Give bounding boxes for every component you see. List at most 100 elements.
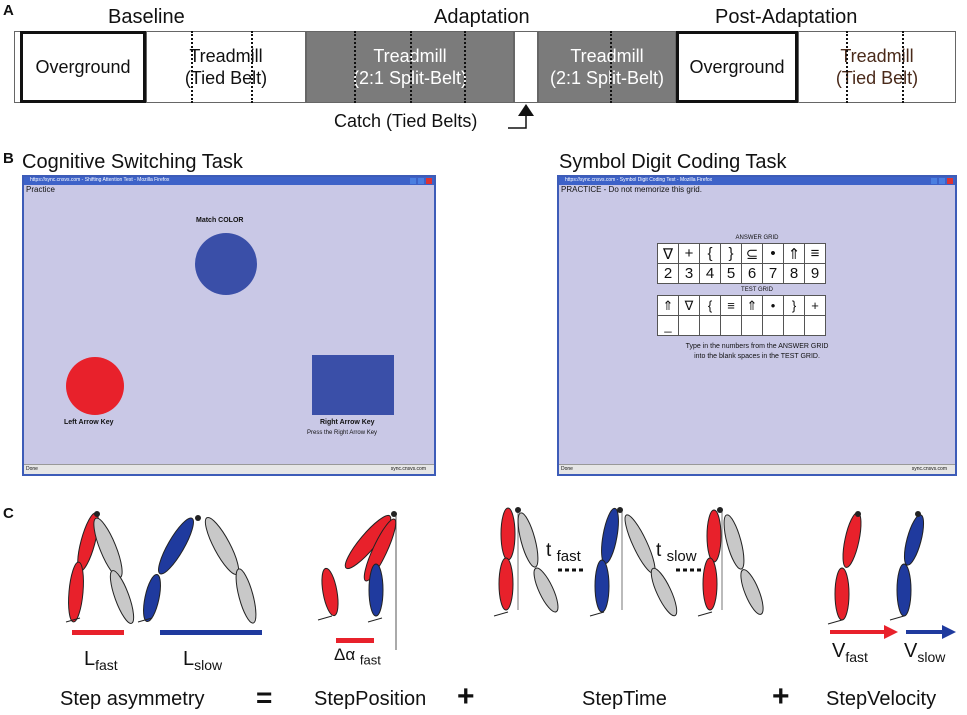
test-grid: ⇑ ∇ { ≡ ⇑ • } + _ [657,295,826,336]
segment-label: Overground [35,57,131,77]
v-slow-arrow [906,625,956,639]
dotted-divider [610,31,612,103]
l-fast-bar [72,630,124,635]
t-fast-symbol: t [546,540,552,561]
equation-term-step-position: StepPosition [314,688,427,710]
equation-term-step-time: StepTime [582,688,667,710]
test-grid-label: TEST GRID [741,287,773,293]
leg-fast-stride [65,511,135,624]
test-symbol: + [804,295,826,316]
window-title: https://sync.cnsvs.com - Shifting Attent… [30,177,170,183]
panel-a-letter: A [3,2,14,19]
left-choice-circle[interactable] [66,357,124,415]
minimize-icon[interactable] [931,178,937,184]
equation-plus-1: + [457,680,475,713]
test-symbol-row: ⇑ ∇ { ≡ ⇑ • } + [657,295,826,316]
v-fast-subscript: fast [845,649,868,665]
segment-catch [514,31,538,103]
test-symbol: • [762,295,784,316]
answer-grid-label: ANSWER GRID [735,235,779,241]
minimize-icon[interactable] [410,178,416,184]
v-slow-subscript: slow [917,649,946,665]
answer-symbol: ∇ [657,243,679,264]
l-fast-label: Lfast [84,648,118,673]
test-answer-input[interactable] [678,315,700,336]
dotted-divider [846,31,848,103]
segment-label: Treadmill (Tied Belt) [835,46,919,88]
test-symbol: ⇑ [657,295,679,316]
leg-slow-stride [137,515,257,624]
test-answer-input[interactable] [720,315,742,336]
answer-digit: 9 [804,263,826,284]
instruction-text: Press the Right Arrow Key [307,430,378,436]
answer-digit: 2 [657,263,679,284]
test-symbol: ⇑ [741,295,763,316]
leg-position-overlay [317,511,397,650]
answer-digit: 5 [720,263,742,284]
answer-digit: 3 [678,263,700,284]
answer-digit: 7 [762,263,784,284]
t-slow-label: t slow [656,540,697,565]
catch-label: Catch (Tied Belts) [334,111,478,131]
t-fast-subscript: fast [556,547,581,565]
answer-digit: 6 [741,263,763,284]
segment-treadmill-tied-baseline: Treadmill (Tied Belt) [146,31,306,103]
l-slow-symbol: L [183,648,195,670]
test-answer-input[interactable] [762,315,784,336]
target-circle [195,233,257,295]
cognitive-task-title: Cognitive Switching Task [22,151,243,173]
status-bar: Done sync.cnsvs.com [559,464,955,474]
l-slow-bar [160,630,262,635]
answer-digit-row: 2 3 4 5 6 7 8 9 [657,263,826,284]
window-title: https://sync.cnsvs.com - Symbol Digit Co… [565,177,713,183]
right-arrow-key-label: Right Arrow Key [320,419,375,426]
segment-label: Treadmill (Tied Belt) [184,46,268,88]
status-left: Done [561,466,573,472]
close-icon[interactable] [947,178,953,184]
t-slow-subscript: slow [666,547,697,565]
delta-alpha-symbol: Δα [334,645,356,664]
close-icon[interactable] [426,178,432,184]
step-velocity-legs [827,511,925,625]
test-answer-input[interactable] [741,315,763,336]
l-fast-symbol: L [84,648,96,670]
test-symbol: } [783,295,805,316]
answer-symbol-row: ∇ + { } ⊆ • ⇑ ≡ [657,243,826,264]
t-slow-symbol: t [656,540,662,561]
segment-overground-post: Overground [676,31,798,103]
test-symbol: ∇ [678,295,700,316]
l-slow-subscript: slow [194,657,223,673]
l-fast-subscript: fast [95,657,118,673]
dotted-divider [251,31,253,103]
equation-term-step-velocity: StepVelocity [826,688,937,710]
maximize-icon[interactable] [939,178,945,184]
test-answer-input[interactable] [804,315,826,336]
maximize-icon[interactable] [418,178,424,184]
v-slow-label: Vslow [904,640,945,665]
test-answer-input[interactable] [783,315,805,336]
window-title-bar: https://sync.cnsvs.com - Symbol Digit Co… [559,177,955,185]
status-bar: Done sync.cnsvs.com [24,464,434,474]
symbol-task-title: Symbol Digit Coding Task [559,151,787,173]
test-symbol: { [699,295,721,316]
v-slow-symbol: V [904,640,918,662]
test-answer-input[interactable] [699,315,721,336]
dotted-divider [902,31,904,103]
phase-baseline-label: Baseline [108,6,185,28]
panel-b-letter: B [3,150,14,167]
phase-adaptation-label: Adaptation [434,6,530,28]
answer-symbol: • [762,243,784,264]
answer-symbol: ⊆ [741,243,763,264]
delta-alpha-label: Δα fast [334,645,381,667]
right-choice-square[interactable] [312,355,394,415]
segment-label: Overground [689,57,785,77]
answer-symbol: + [678,243,700,264]
answer-symbol: } [720,243,742,264]
cognitive-task-window: https://sync.cnsvs.com - Shifting Attent… [22,175,436,476]
practice-warning-label: PRACTICE - Do not memorize this grid. [561,185,702,194]
panel-c-letter: C [3,505,14,522]
answer-grid: ∇ + { } ⊆ • ⇑ ≡ 2 3 4 5 6 7 8 9 [657,243,826,284]
test-answer-input[interactable]: _ [657,315,679,336]
answer-symbol: { [699,243,721,264]
equation-equals: = [256,682,273,713]
